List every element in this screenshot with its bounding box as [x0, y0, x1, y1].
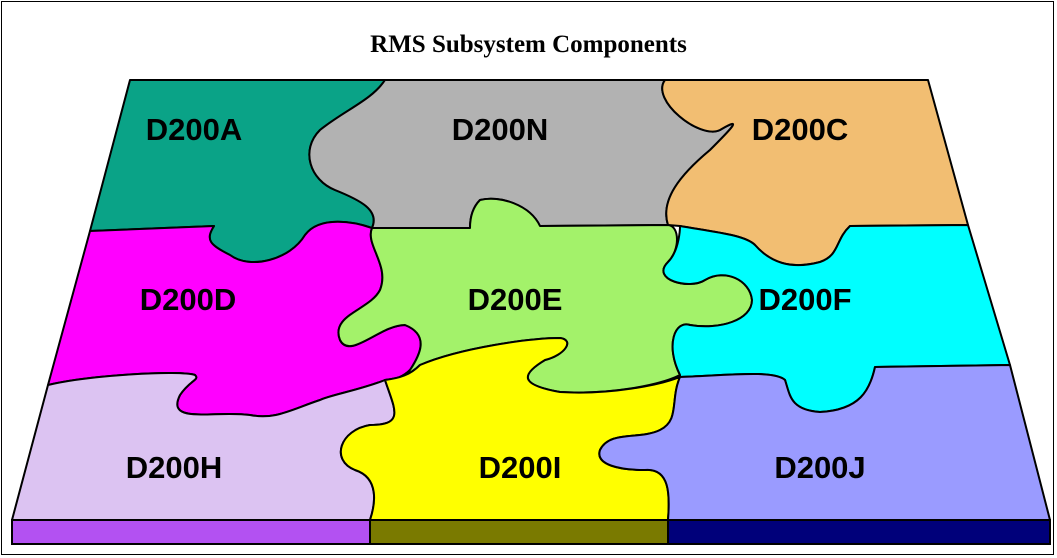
puzzle-piece-d200i: D200I — [339, 337, 681, 521]
diagram-title: RMS Subsystem Components — [370, 31, 687, 58]
piece-label: D200I — [479, 450, 562, 485]
base-segment-middle — [369, 519, 669, 545]
piece-label: D200H — [126, 450, 223, 485]
piece-label: D200A — [146, 112, 243, 147]
piece-label: D200J — [774, 450, 865, 485]
base-segment-left — [11, 519, 371, 545]
piece-label: D200N — [452, 112, 549, 147]
piece-label: D200C — [752, 112, 849, 147]
puzzle-base-strip — [11, 519, 1051, 545]
puzzle-piece-d200h: D200H — [11, 372, 396, 521]
piece-label: D200D — [140, 282, 237, 317]
piece-label: D200E — [468, 282, 563, 317]
puzzle-piece-d200j: D200J — [598, 364, 1051, 521]
base-segment-right — [667, 519, 1051, 545]
puzzle-piece-d200c: D200C — [661, 79, 969, 267]
piece-label: D200F — [758, 282, 851, 317]
puzzle-piece-d200a: D200A — [89, 79, 386, 264]
